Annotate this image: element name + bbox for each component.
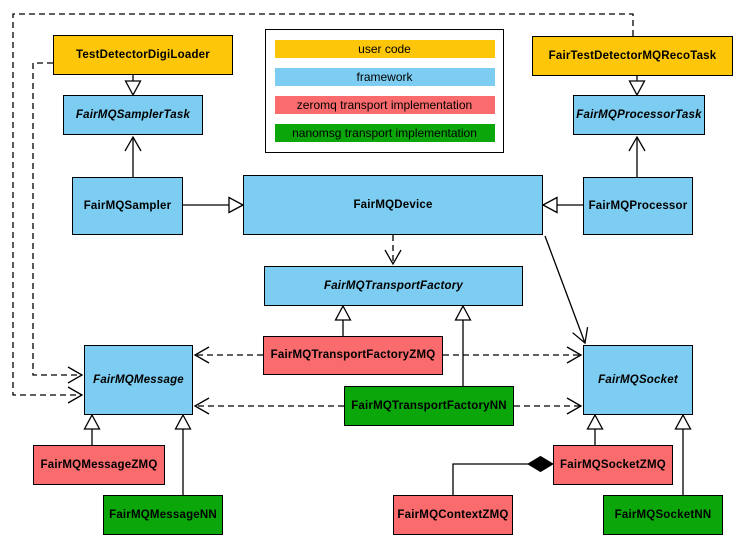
edge-inheritance-fairmq-transport-factory-zmq-fairmq-transport-factory [334,304,352,336]
node-label: FairMQSampler [83,199,172,212]
node-label: FairMQSocketNN [614,508,712,521]
node-label: FairMQMessageZMQ [40,458,158,471]
hollow-triangle-arrowhead-icon [541,196,558,214]
node-label: FairMQSamplerTask [75,108,191,121]
edge-inheritance-fairmq-sampler-fairmq-device [183,196,245,214]
node-fairmq-transport-factory-zmq: FairMQTransportFactoryZMQ [263,336,443,375]
hollow-triangle-arrowhead-icon [586,413,604,430]
edge-inheritance-fairmq-transport-factory-nn-fairmq-transport-factory [454,304,472,386]
node-fairmq-socket: FairMQSocket [583,345,693,415]
legend-item-user: user code [274,40,495,58]
legend-item-label: user code [358,42,411,56]
association-line [544,235,589,345]
node-label: TestDetectorDigiLoader [76,48,210,61]
node-fairmq-transport-factory: FairMQTransportFactory [264,266,523,306]
node-fairmq-context-zmq: FairMQContextZMQ [393,495,513,535]
filled-diamond-icon [527,455,554,473]
node-label: FairTestDetectorMQRecoTask [548,49,717,62]
hollow-triangle-arrowhead-icon [174,413,192,430]
hollow-triangle-arrowhead-icon [454,304,472,321]
node-fairmq-message-nn: FairMQMessageNN [103,495,223,535]
edge-inheritance-fairmq-message-nn-fairmq-message [174,413,192,495]
node-label: FairMQMessageNN [109,508,217,521]
node-fairmq-processor-task: FairMQProcessorTask [573,95,705,135]
edge-composition-fairmq-context-zmq-fairmq-socket-zmq [452,455,554,495]
node-label: FairMQProcessorTask [576,108,702,121]
node-label: FairMQSocketZMQ [560,458,666,471]
legend-item-zeromq: zeromq transport implementation [274,96,495,114]
node-label: FairMQTransportFactoryZMQ [270,349,436,362]
legend-item-nanomsg: nanomsg transport implementation [274,124,495,142]
hollow-triangle-arrowhead-icon [124,80,142,97]
hollow-triangle-arrowhead-icon [628,80,646,97]
edge-inheritance-fair-test-detector-mq-reco-task-fairmq-processor-task [628,76,646,97]
node-fair-test-detector-mq-reco-task: FairTestDetectorMQRecoTask [532,36,733,76]
node-test-detector-digi-loader: TestDetectorDigiLoader [53,35,233,75]
legend-item-label: framework [356,70,413,84]
node-label: FairMQContextZMQ [397,508,509,521]
node-fairmq-processor: FairMQProcessor [583,177,693,235]
legend: user code framework zeromq transport imple… [265,29,504,153]
node-fairmq-message-zmq: FairMQMessageZMQ [33,445,165,485]
node-label: FairMQTransportFactory [323,279,464,292]
hollow-triangle-arrowhead-icon [228,196,245,214]
node-fairmq-socket-nn: FairMQSocketNN [603,495,723,535]
edge-inheritance-test-detector-digi-loader-fairmq-sampler-task [124,75,142,97]
node-label: FairMQProcessor [588,199,688,212]
node-fairmq-sampler: FairMQSampler [72,177,183,235]
node-fairmq-message: FairMQMessage [84,345,193,415]
node-fairmq-socket-zmq: FairMQSocketZMQ [553,445,673,485]
edge-inheritance-fairmq-socket-zmq-fairmq-socket [586,413,604,445]
node-fairmq-device: FairMQDevice [243,175,543,235]
node-fairmq-transport-factory-nn: FairMQTransportFactoryNN [344,386,514,426]
edge-association-fairmq-device-fairmq-socket [544,235,589,345]
composition-line [452,463,528,495]
legend-item-label: zeromq transport implementation [296,98,473,112]
node-fairmq-sampler-task: FairMQSamplerTask [63,95,203,135]
legend-item-label: nanomsg transport implementation [292,126,477,140]
edge-inheritance-fairmq-processor-fairmq-device [541,196,583,214]
node-label: FairMQTransportFactoryNN [351,399,507,412]
node-label: FairMQMessage [93,373,184,386]
legend-item-framework: framework [274,68,495,86]
node-label: FairMQSocket [598,373,678,386]
hollow-triangle-arrowhead-icon [83,413,101,430]
edge-inheritance-fairmq-message-zmq-fairmq-message [83,413,101,445]
hollow-triangle-arrowhead-icon [334,304,352,321]
hollow-triangle-arrowhead-icon [674,413,692,430]
edge-inheritance-fairmq-socket-nn-fairmq-socket [674,413,692,495]
node-label: FairMQDevice [353,198,433,211]
